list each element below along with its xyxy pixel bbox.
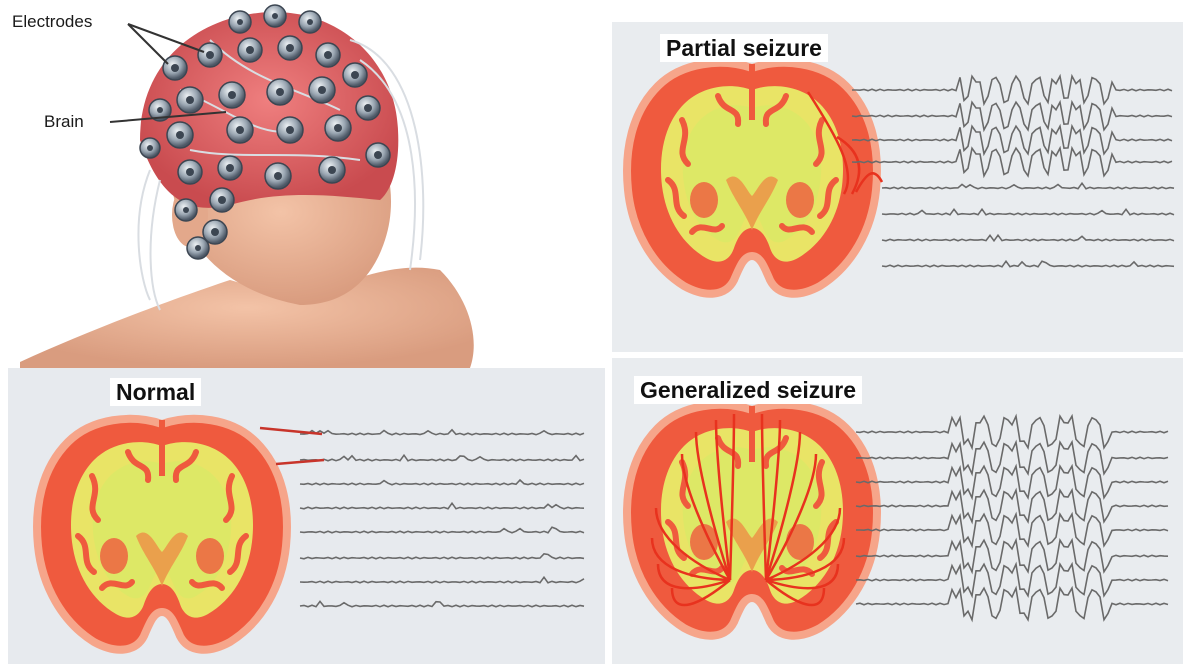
eeg-trace (852, 76, 1172, 104)
eeg-traces (856, 416, 1168, 620)
brain-coronal-section (37, 419, 287, 650)
brain-coronal-section (627, 405, 877, 636)
eeg-trace (856, 442, 1168, 474)
electrodes-callout: Electrodes (12, 12, 92, 32)
eeg-traces (260, 428, 584, 607)
eeg-trace (300, 554, 584, 559)
partial-seizure-panel: Partial seizure (612, 22, 1183, 352)
eeg-trace (852, 148, 1172, 176)
generalized-seizure-label: Generalized seizure (634, 376, 862, 404)
eeg-trace (300, 503, 584, 509)
eeg-trace (300, 577, 584, 583)
electrode-lead (276, 460, 324, 464)
eeg-trace (300, 430, 584, 435)
eeg-trace (856, 514, 1168, 546)
eeg-trace (300, 480, 584, 485)
eeg-trace (856, 564, 1168, 596)
eeg-trace (856, 416, 1168, 448)
eeg-trace (856, 588, 1168, 620)
eeg-trace (882, 183, 1174, 189)
brain-callout: Brain (44, 112, 84, 132)
eeg-traces (852, 76, 1174, 267)
eeg-trace (852, 102, 1172, 130)
eeg-trace (882, 261, 1174, 267)
eeg-head-illustration: Electrodes Brain (0, 0, 605, 368)
generalized-seizure-panel: Generalized seizure (612, 358, 1183, 664)
normal-panel: Normal (8, 368, 605, 664)
eeg-trace (856, 466, 1168, 498)
partial-seizure-figure (612, 22, 1183, 352)
eeg-trace (300, 601, 584, 606)
normal-label: Normal (110, 378, 201, 406)
brain-coronal-section (627, 63, 877, 294)
eeg-trace (300, 455, 584, 461)
eeg-trace (852, 126, 1172, 154)
eeg-trace (856, 490, 1168, 522)
partial-seizure-label: Partial seizure (660, 34, 828, 62)
normal-figure (8, 368, 605, 664)
eeg-trace (300, 527, 584, 533)
eeg-trace (882, 209, 1174, 215)
eeg-trace (882, 235, 1174, 241)
head-with-electrodes-figure (0, 0, 605, 368)
eeg-trace (856, 540, 1168, 572)
